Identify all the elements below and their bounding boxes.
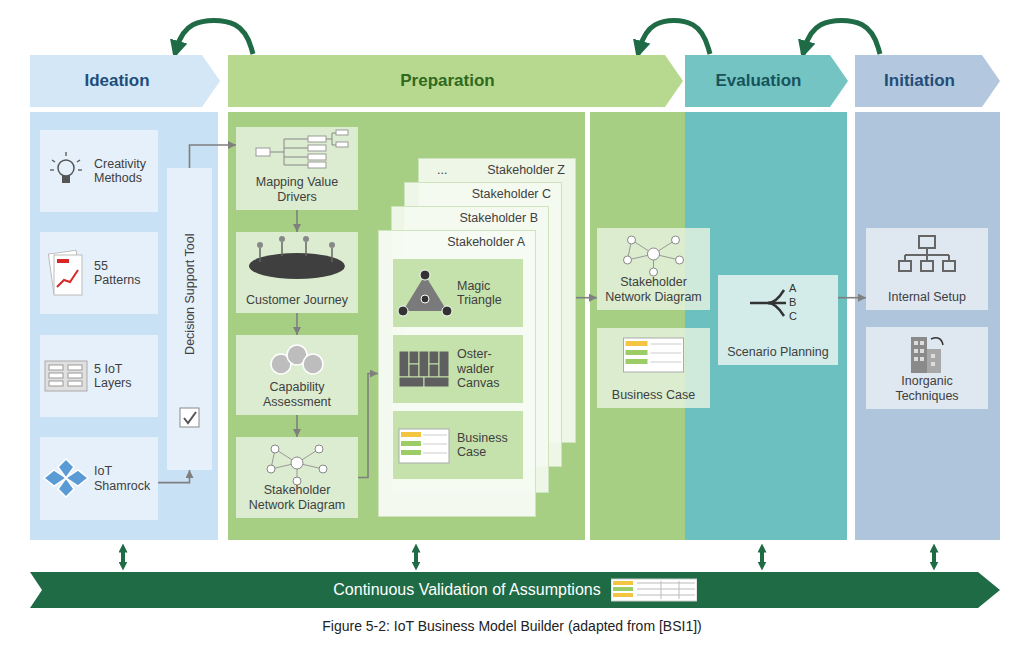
scenario-letter: A xyxy=(789,282,796,294)
figure-caption: Figure 5-2: IoT Business Model Builder (… xyxy=(0,618,1024,634)
evaluation-panel xyxy=(685,112,847,540)
stakeholder-card: Stakeholder A Magic TriangleOster- walder… xyxy=(378,230,536,517)
box-label: Continuous Validation of Assumptions xyxy=(333,581,600,599)
box-label: Inorganic Techniques xyxy=(870,374,984,403)
preparation-panel xyxy=(228,112,585,540)
box-label: Business Case xyxy=(612,388,695,402)
process-box: Stakeholder Network Diagram xyxy=(236,437,358,518)
box-label: Decision Support Tool xyxy=(182,233,196,354)
box-label: Stakeholder C xyxy=(472,187,551,201)
box-label: Capability Assessment xyxy=(240,380,354,409)
flow-arrow xyxy=(190,145,237,168)
box-label: Stakeholder Network Diagram xyxy=(240,483,354,512)
method-box: 55 Patterns xyxy=(40,232,158,314)
double-arrows xyxy=(123,548,934,566)
box-label: Stakeholder B xyxy=(459,211,538,225)
tool-box: Business Case xyxy=(393,411,523,479)
scenario-box: Scenario Planning xyxy=(718,275,838,365)
phase-chevron: Preparation xyxy=(228,55,683,107)
flow-arrow xyxy=(576,297,597,299)
box-label: Stakeholder Z xyxy=(487,163,565,177)
box-label: Creativity Methods xyxy=(94,157,154,186)
feedback-arrow xyxy=(803,20,880,54)
flow-arrow xyxy=(296,313,298,335)
tool-box: Decision Support Tool xyxy=(167,168,212,470)
tool-box: Oster- walder Canvas xyxy=(393,335,523,403)
box-label: Customer Journey xyxy=(246,293,348,307)
box-label: 5 IoT Layers xyxy=(94,362,154,391)
box-label: Business Case xyxy=(457,431,519,460)
feedback-arrow xyxy=(638,20,710,54)
box-label: Stakeholder A xyxy=(447,235,525,249)
method-box: Creativity Methods xyxy=(40,130,158,212)
box-label: Magic Triangle xyxy=(457,279,519,308)
box-label: Scenario Planning xyxy=(727,345,828,359)
box-label: Mapping Value Drivers xyxy=(240,175,354,204)
box-label: Oster- walder Canvas xyxy=(457,347,519,390)
scenario-letter: C xyxy=(789,310,797,322)
method-box: IoT Shamrock xyxy=(40,437,158,520)
flow-arrow xyxy=(296,415,298,437)
box-label: Stakeholder Network Diagram xyxy=(601,275,706,304)
evaluation-box: Business Case xyxy=(597,328,710,408)
box-label: ... xyxy=(437,163,447,177)
phase-chevron: Evaluation xyxy=(685,55,848,107)
method-box: 5 IoT Layers xyxy=(40,335,158,417)
initiation-box: Internal Setup xyxy=(866,228,988,310)
validation-band: Continuous Validation of Assumptions xyxy=(30,572,1000,608)
tool-box: Magic Triangle xyxy=(393,259,523,327)
box-label: IoT Shamrock xyxy=(94,464,154,493)
phase-title: Ideation xyxy=(84,71,149,91)
evaluation-box: Stakeholder Network Diagram xyxy=(597,228,710,310)
phase-title: Evaluation xyxy=(716,71,802,91)
phase-title: Preparation xyxy=(400,71,494,91)
phase-chevron: Initiation xyxy=(855,55,1000,107)
flow-arrow xyxy=(158,470,190,483)
phase-title: Initiation xyxy=(884,71,955,91)
feedback-arrow xyxy=(175,20,253,54)
flow-arrow xyxy=(838,297,866,299)
process-box: Capability Assessment xyxy=(236,335,358,415)
ideation-panel xyxy=(30,112,218,540)
flow-arrow xyxy=(296,210,298,232)
scenario-letter: B xyxy=(789,296,796,308)
process-box: Customer Journey xyxy=(236,232,358,313)
initiation-panel xyxy=(855,112,1000,540)
spreadsheet-icon xyxy=(611,578,697,602)
box-label: Internal Setup xyxy=(888,290,966,304)
process-box: Mapping Value Drivers xyxy=(236,127,358,210)
flow-arrow xyxy=(358,374,378,478)
box-label: 55 Patterns xyxy=(94,259,154,288)
phase-chevron: Ideation xyxy=(30,55,220,107)
preparation-strip xyxy=(590,112,685,540)
initiation-box: Inorganic Techniques xyxy=(866,327,988,409)
